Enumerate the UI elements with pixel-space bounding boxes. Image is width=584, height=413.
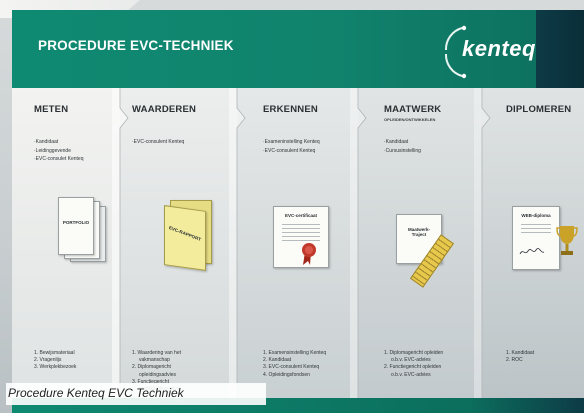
certificate-seal-icon xyxy=(302,243,316,265)
column-maatwerk: MAATWERK OPLEIDEN/ONTWIKKELEN ·Kandidaat… xyxy=(358,88,482,398)
column-erkennen: ERKENNEN ·Exameninstelling Kenteq ·EVC-c… xyxy=(237,88,358,398)
column-steps: 1. Diplomagericht opleiden o.b.v. EVC-ad… xyxy=(384,350,444,378)
document-label: WEB-diploma xyxy=(521,213,551,218)
document-label: EVC-RAPPORT xyxy=(168,224,202,243)
trophy-icon xyxy=(556,226,578,255)
poster-header: PROCEDURE EVC-TECHNIEK kenteq xyxy=(12,10,584,88)
web-diploma-document: WEB-diploma xyxy=(512,206,560,270)
column-people: ·Kandidaat ·Leidinggevende ·EVC-consulet… xyxy=(34,139,84,162)
kenteq-logo: kenteq xyxy=(440,24,540,80)
column-people: ·Kandidaat ·Cursusinstelling xyxy=(384,139,421,154)
column-steps: 1. Kandidaat 2. ROC xyxy=(506,350,535,364)
header-dark-band xyxy=(536,10,584,88)
column-title: METEN xyxy=(34,104,69,115)
column-waarderen: WAARDEREN ·EVC-consulent Kenteq EVC-RAPP… xyxy=(120,88,237,398)
column-steps: 1. Examensinstelling Kenteq 2. Kandidaat… xyxy=(263,350,327,378)
column-people: ·Exameninstelling Kenteq ·EVC-consulent … xyxy=(263,139,320,154)
chevron-divider xyxy=(350,88,367,398)
column-steps: 1. Bewijsmateriaal 2. Vragenlijs 3. Werk… xyxy=(34,350,77,371)
column-title: DIPLOMEREN xyxy=(506,104,572,115)
logo-arc-icon xyxy=(444,25,467,79)
poster-title: PROCEDURE EVC-TECHNIEK xyxy=(38,38,234,53)
chevron-divider xyxy=(474,88,491,398)
chevron-divider xyxy=(112,88,129,398)
column-diplomeren: DIPLOMEREN WEB-diploma 1. Kandidaat 2. R… xyxy=(482,88,584,398)
chevron-divider xyxy=(229,88,246,398)
document-label: EVC-certificaat xyxy=(284,213,317,218)
column-title: WAARDEREN xyxy=(132,104,197,115)
column-subtitle: OPLEIDEN/ONTWIKKELEN xyxy=(384,117,436,122)
column-people: ·EVC-consulent Kenteq xyxy=(132,139,185,145)
image-caption: Procedure Kenteq EVC Techniek xyxy=(6,383,266,405)
logo-text: kenteq xyxy=(462,36,536,61)
document-label: Maatwerk-Traject xyxy=(407,227,430,237)
document-label: PORTFOLIO xyxy=(62,220,90,225)
column-title: MAATWERK xyxy=(384,104,442,115)
column-meten: METEN ·Kandidaat ·Leidinggevende ·EVC-co… xyxy=(12,88,120,398)
evc-report-document: EVC-RAPPORT xyxy=(164,205,206,271)
signature-icon xyxy=(519,248,545,255)
evc-certificate-document: EVC-certificaat xyxy=(273,206,329,268)
caption-text: Procedure Kenteq EVC Techniek xyxy=(8,386,184,400)
portfolio-document-front: PORTFOLIO xyxy=(58,197,94,255)
column-title: ERKENNEN xyxy=(263,104,318,115)
